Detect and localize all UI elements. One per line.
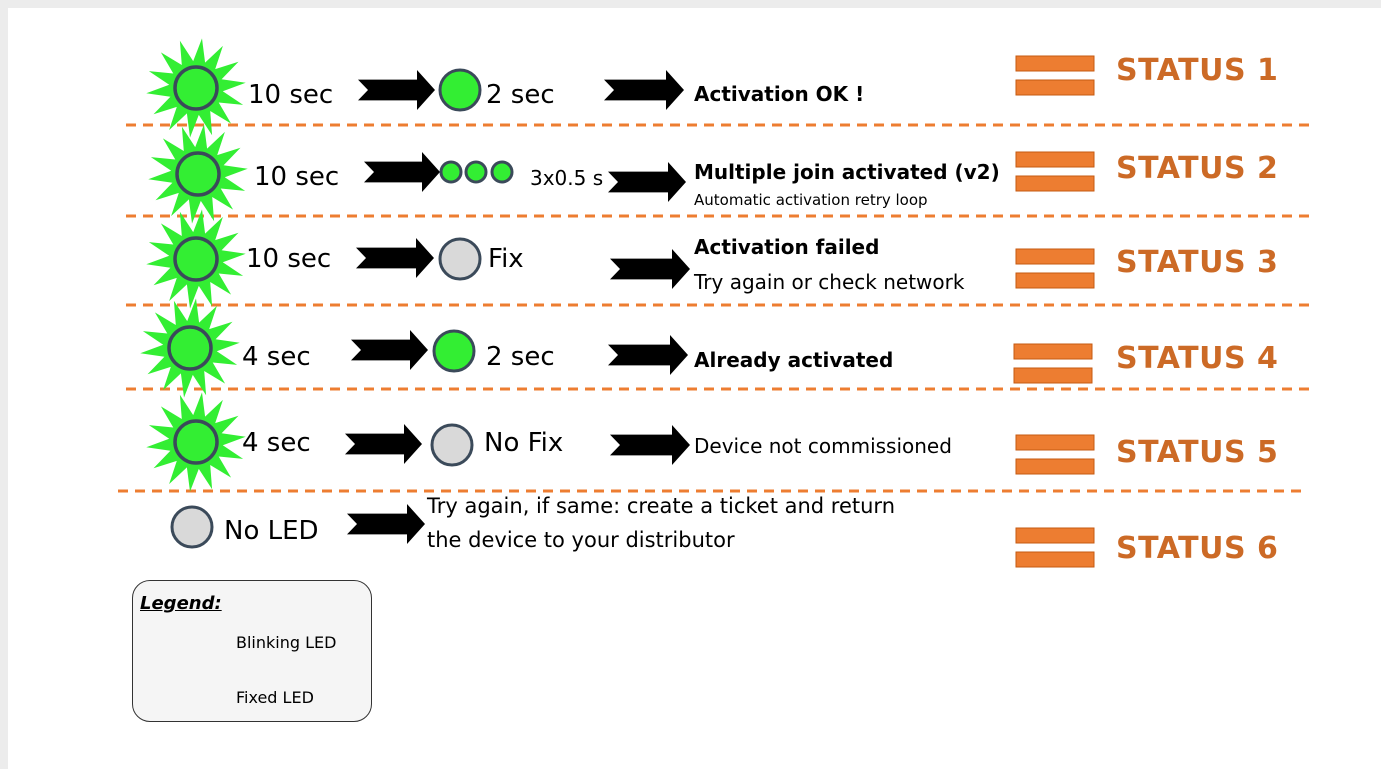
row3-off-led-icon (438, 237, 482, 281)
row2-equals-icon (1015, 151, 1095, 192)
row4-second-label: 2 sec (486, 342, 555, 372)
row3-equals-icon (1015, 248, 1095, 289)
row6-first-label: No LED (224, 516, 319, 546)
row2-second-label: 3x0.5 s (530, 166, 604, 190)
row2-led-a-icon (439, 160, 463, 184)
row4-arrow-1-icon (351, 330, 428, 370)
row3-message: Activation failed (694, 235, 880, 259)
row5-status: STATUS 5 (1116, 435, 1279, 470)
row3-second-label: Fix (488, 244, 524, 274)
row4-first-duration: 4 sec (242, 342, 311, 372)
row4-arrow-2-icon (608, 335, 688, 375)
row5-message: Device not commissioned (694, 434, 952, 458)
row5-arrow-2-icon (610, 425, 690, 465)
row1-equals-icon (1015, 55, 1095, 96)
row5-off-led-icon (430, 423, 474, 467)
row2-submessage: Automatic activation retry loop (694, 191, 928, 209)
row1-status: STATUS 1 (1116, 53, 1279, 88)
row6-message: Try again, if same: create a ticket and … (427, 494, 896, 518)
row6-submessage: the device to your distributor (427, 528, 735, 552)
row2-status: STATUS 2 (1116, 151, 1279, 186)
row1-blinking-led-icon (146, 38, 246, 138)
legend-blinking-label: Blinking LED (236, 633, 337, 652)
row1-second-label: 2 sec (486, 80, 555, 110)
row2-led-c-icon (490, 160, 514, 184)
diagram-slide: 10 sec 2 sec Activation OK ! STATUS 1 10… (8, 8, 1381, 769)
row2-arrow-1-icon (364, 152, 440, 192)
row6-equals-icon (1015, 527, 1095, 568)
row1-first-duration: 10 sec (248, 80, 334, 110)
row1-message: Activation OK ! (694, 82, 865, 106)
row2-led-b-icon (464, 160, 488, 184)
row4-message: Already activated (694, 348, 894, 372)
row3-arrow-1-icon (356, 238, 434, 278)
legend-fixed-label: Fixed LED (236, 688, 314, 707)
row3-arrow-2-icon (610, 249, 690, 289)
row1-fixed-led-icon (438, 68, 482, 112)
row5-blinking-led-icon (146, 392, 246, 492)
row1-arrow-1-icon (358, 70, 435, 110)
row4-equals-icon (1013, 343, 1093, 384)
row3-blinking-led-icon (146, 209, 246, 309)
row2-arrow-2-icon (608, 162, 686, 202)
diagram-canvas (118, 38, 1313, 709)
row5-second-label: No Fix (484, 428, 564, 458)
row2-message: Multiple join activated (v2) (694, 160, 1000, 184)
legend-box (132, 580, 372, 722)
row4-fixed-led-icon (432, 329, 476, 373)
row4-blinking-led-icon (140, 298, 240, 398)
row6-arrow-icon (347, 504, 425, 544)
legend-title: Legend: (140, 593, 222, 614)
row5-arrow-1-icon (345, 424, 422, 464)
row2-first-duration: 10 sec (254, 162, 340, 192)
row3-status: STATUS 3 (1116, 245, 1279, 280)
row3-submessage: Try again or check network (694, 270, 965, 294)
row6-off-led-icon (170, 505, 214, 549)
row6-status: STATUS 6 (1116, 531, 1279, 566)
row4-status: STATUS 4 (1116, 341, 1279, 376)
row5-equals-icon (1015, 434, 1095, 475)
row5-first-duration: 4 sec (242, 428, 311, 458)
row1-arrow-2-icon (604, 70, 684, 110)
row2-blinking-led-icon (148, 124, 248, 224)
row3-first-duration: 10 sec (246, 244, 332, 274)
